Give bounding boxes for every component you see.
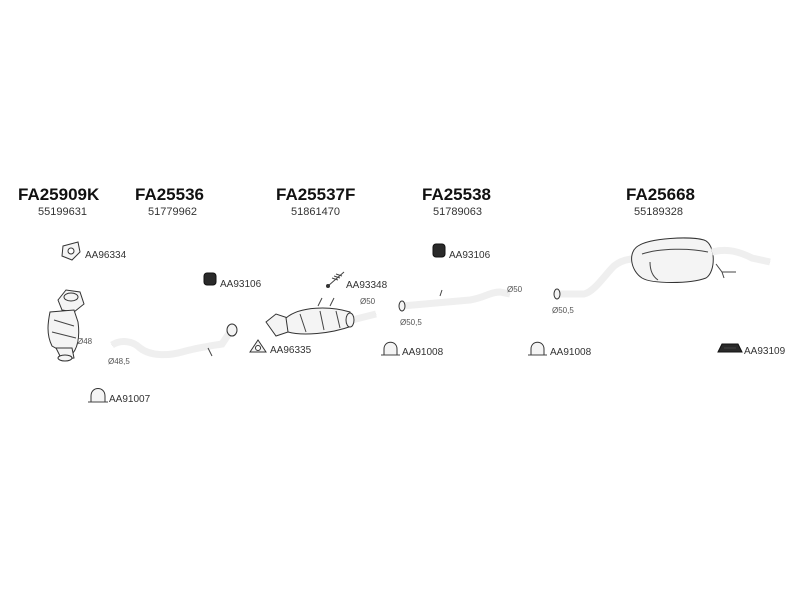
part-number-fa25538[interactable]: FA25538 (422, 185, 491, 204)
catalytic-converter[interactable] (265, 297, 377, 337)
accessory-code-aa93106[interactable]: AA93106 (220, 279, 262, 290)
oe-number-55189328: 55189328 (634, 206, 683, 218)
clamp-icon (88, 388, 108, 403)
accessory-code-aa91007[interactable]: AA91007 (109, 394, 151, 405)
part-number-fa25536[interactable]: FA25536 (135, 185, 204, 204)
accessory-code-aa91008[interactable]: AA91008 (550, 347, 592, 358)
accessory-code-aa93109[interactable]: AA93109 (744, 346, 786, 357)
diameter-label: Ø48 (77, 337, 93, 346)
diameter-label: Ø48,5 (108, 357, 130, 366)
catalytic-converter-manifold[interactable] (47, 289, 85, 362)
diameter-label: Ø50,5 (400, 318, 422, 327)
clamp-icon (528, 341, 547, 356)
accessory-code-aa96334[interactable]: AA96334 (85, 250, 127, 261)
rear-silencer[interactable] (553, 237, 771, 300)
accessory-code-aa93106[interactable]: AA93106 (449, 250, 491, 261)
diameter-label: Ø50 (360, 297, 376, 306)
diameter-label: Ø50 (507, 285, 523, 294)
rubber-mount-icon (432, 243, 446, 258)
diameter-label: Ø50,5 (552, 306, 574, 315)
oe-number-55199631: 55199631 (38, 206, 87, 218)
part-number-fa25909k[interactable]: FA25909K (18, 185, 100, 204)
accessory-code-aa91008[interactable]: AA91008 (402, 347, 444, 358)
accessory-code-aa96335[interactable]: AA96335 (270, 345, 312, 356)
oe-number-51779962: 51779962 (148, 206, 197, 218)
accessory-code-aa93348[interactable]: AA93348 (346, 280, 388, 291)
part-number-fa25668[interactable]: FA25668 (626, 185, 695, 204)
gasket-icon (61, 241, 81, 261)
rubber-mount-icon (203, 272, 217, 286)
oe-number-51861470: 51861470 (291, 206, 340, 218)
oe-number-51789063: 51789063 (433, 206, 482, 218)
clamp-icon (381, 341, 400, 356)
part-number-fa25537f[interactable]: FA25537F (276, 185, 355, 204)
gasket-icon (249, 339, 267, 353)
intermediate-pipe[interactable] (398, 288, 511, 312)
front-pipe[interactable] (110, 323, 238, 359)
spring-bolt-icon (326, 271, 345, 288)
rubber-mount-icon (717, 343, 743, 353)
